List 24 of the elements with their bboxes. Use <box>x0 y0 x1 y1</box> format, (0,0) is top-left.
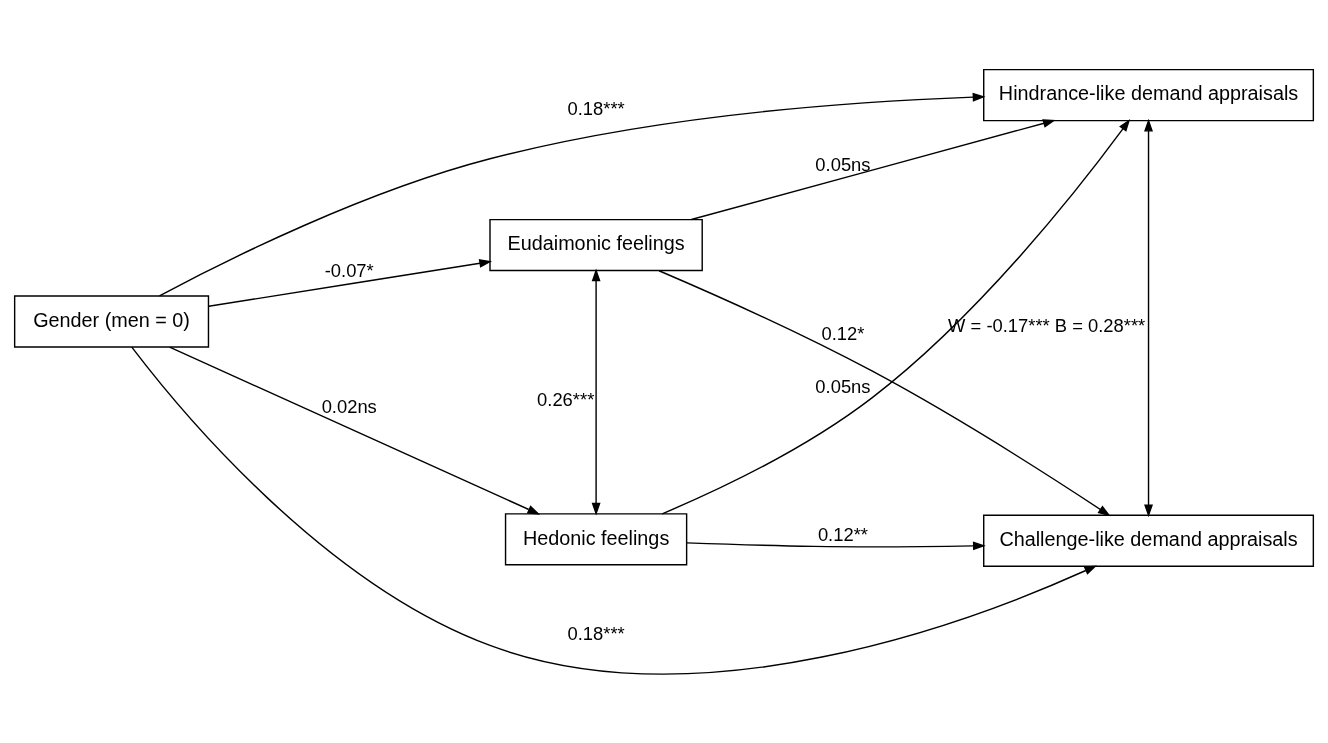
node-box: Gender (men = 0) <box>13 294 210 348</box>
edge-label: 0.12* <box>821 322 865 344</box>
node-box: Hindrance-like demand appraisals <box>983 68 1315 121</box>
arrow <box>131 345 1098 675</box>
edge-label: -0.07* <box>324 259 374 281</box>
edge-label: 0.05ns <box>815 153 871 175</box>
edge-label: 0.18*** <box>567 622 625 644</box>
node-box: Eudaimonic feelings <box>489 218 703 271</box>
node-box: Hedonic feelings <box>504 512 688 565</box>
edge-label: 0.12** <box>817 523 868 545</box>
arrow <box>158 92 986 296</box>
node-box: Challenge-like demand appraisals <box>983 514 1315 567</box>
arrow <box>686 540 986 550</box>
edge-label: 0.26*** <box>537 388 595 410</box>
arrow <box>168 345 541 515</box>
arrow <box>591 268 601 516</box>
arrow <box>661 118 1131 514</box>
edge-label: 0.05ns <box>815 375 871 397</box>
arrow <box>208 258 493 307</box>
arrow <box>690 118 1056 220</box>
arrow <box>1144 118 1153 517</box>
edge-label: 0.18*** <box>567 97 625 119</box>
edge-label: 0.02ns <box>321 395 377 417</box>
arrow <box>658 269 1111 516</box>
